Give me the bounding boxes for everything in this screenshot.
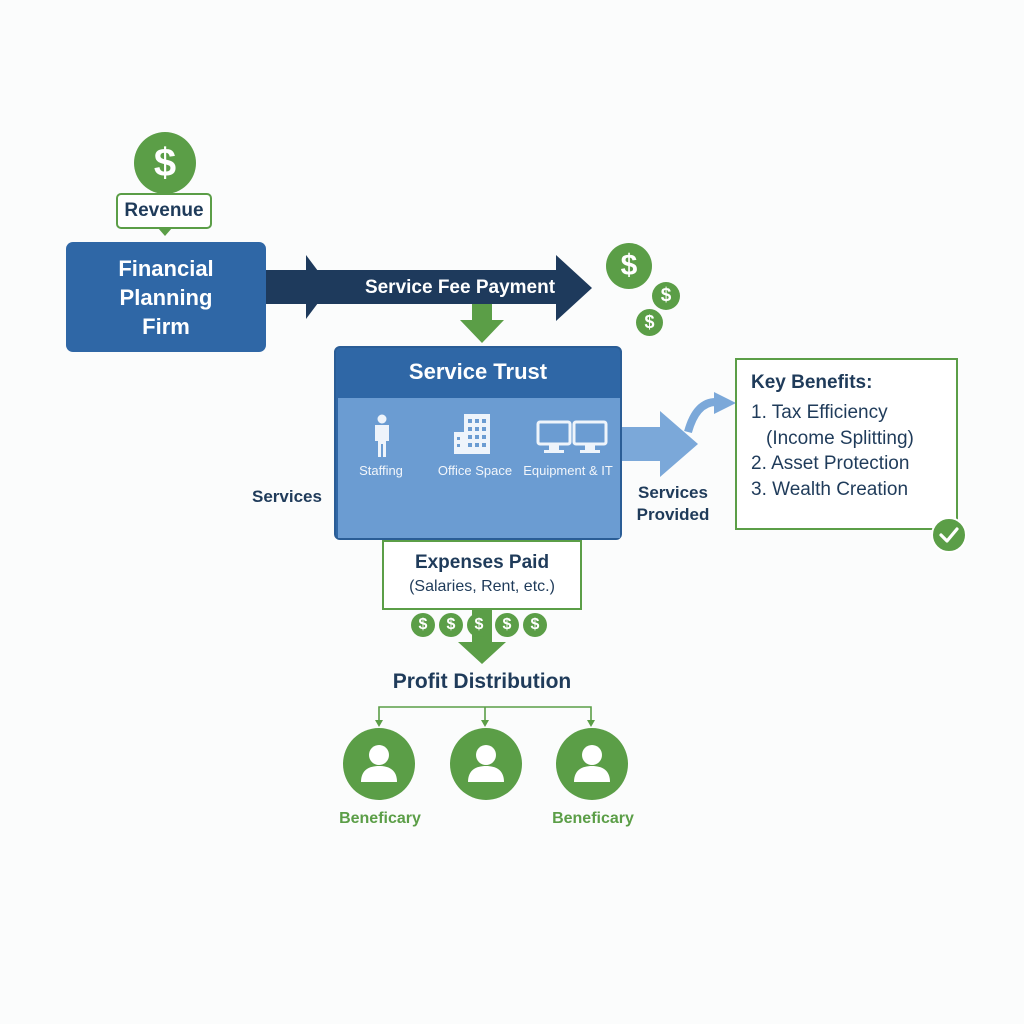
dollar-coin-icon: $ bbox=[652, 282, 680, 310]
key-benefits-list: 1. Tax Efficiency (Income Splitting) 2. … bbox=[751, 400, 956, 502]
coin-row: $ $ $ $ $ bbox=[411, 613, 547, 637]
office-building-icon bbox=[454, 414, 490, 454]
key-benefits-title: Key Benefits: bbox=[751, 372, 873, 393]
benefit-item: 1. Tax Efficiency bbox=[751, 402, 888, 423]
dollar-coin-icon: $ bbox=[411, 613, 435, 637]
service-staffing-label: Staffing bbox=[359, 462, 403, 478]
computer-monitors-icon bbox=[536, 420, 608, 453]
dollar-coin-icon: $ bbox=[636, 309, 663, 336]
expenses-to-profit-arrow bbox=[458, 610, 506, 664]
service-equipment-it-label: Equipment & IT bbox=[523, 462, 613, 478]
beneficiary-user-icon bbox=[450, 728, 522, 800]
dollar-coin-icon: $ bbox=[467, 613, 491, 637]
expenses-paid-subtitle: (Salaries, Rent, etc.) bbox=[409, 578, 555, 595]
beneficiary-label: Beneficary bbox=[552, 810, 634, 827]
firm-line-2: Planning bbox=[119, 284, 213, 310]
dollar-coin-icon: $ bbox=[439, 613, 463, 637]
expenses-paid-title: Expenses Paid bbox=[414, 552, 550, 573]
services-provided-label: Services Provided bbox=[630, 482, 716, 528]
benefits-curved-arrow bbox=[684, 398, 717, 434]
dollar-coin-icon: $ bbox=[606, 243, 652, 289]
services-provided-arrow bbox=[622, 411, 698, 477]
benefit-item-note: (Income Splitting) bbox=[766, 427, 914, 449]
revenue-tag: Revenue bbox=[116, 193, 212, 236]
benefit-item: 3. Wealth Creation bbox=[751, 478, 909, 500]
service-fee-arrow-head bbox=[300, 255, 592, 321]
firm-line-1: Financial bbox=[118, 255, 214, 281]
expenses-paid-box: Expenses Paid (Salaries, Rent, etc.) bbox=[382, 540, 582, 610]
check-circle-icon bbox=[931, 517, 967, 553]
person-icon bbox=[375, 414, 389, 457]
services-provided-line-2: Provided bbox=[636, 505, 710, 524]
revenue-label: Revenue bbox=[124, 200, 204, 221]
profit-distribution-label: Profit Distribution bbox=[392, 670, 572, 693]
service-fee-label: Service Fee Payment bbox=[364, 277, 556, 298]
service-office-space-label: Office Space bbox=[437, 462, 513, 478]
financial-planning-firm-box: Financial Planning Firm bbox=[66, 242, 266, 352]
dollar-coin-icon: $ bbox=[523, 613, 547, 637]
service-trust-title: Service Trust bbox=[408, 359, 548, 384]
beneficiary-label: Beneficary bbox=[339, 810, 421, 827]
benefit-item: 2. Asset Protection bbox=[751, 453, 910, 474]
firm-line-3: Firm bbox=[142, 313, 190, 339]
benefits-curved-arrow-head bbox=[714, 392, 736, 414]
beneficiary-user-icon bbox=[343, 728, 415, 800]
services-label: Services bbox=[252, 487, 322, 506]
key-benefits-box: Key Benefits: 1. Tax Efficiency (Income … bbox=[735, 358, 958, 530]
fee-to-trust-arrow bbox=[460, 304, 504, 343]
services-provided-line-1: Services bbox=[638, 483, 708, 502]
revenue-dollar-icon: $ bbox=[134, 132, 196, 194]
beneficiary-user-icon bbox=[556, 728, 628, 800]
dollar-coin-icon: $ bbox=[495, 613, 519, 637]
